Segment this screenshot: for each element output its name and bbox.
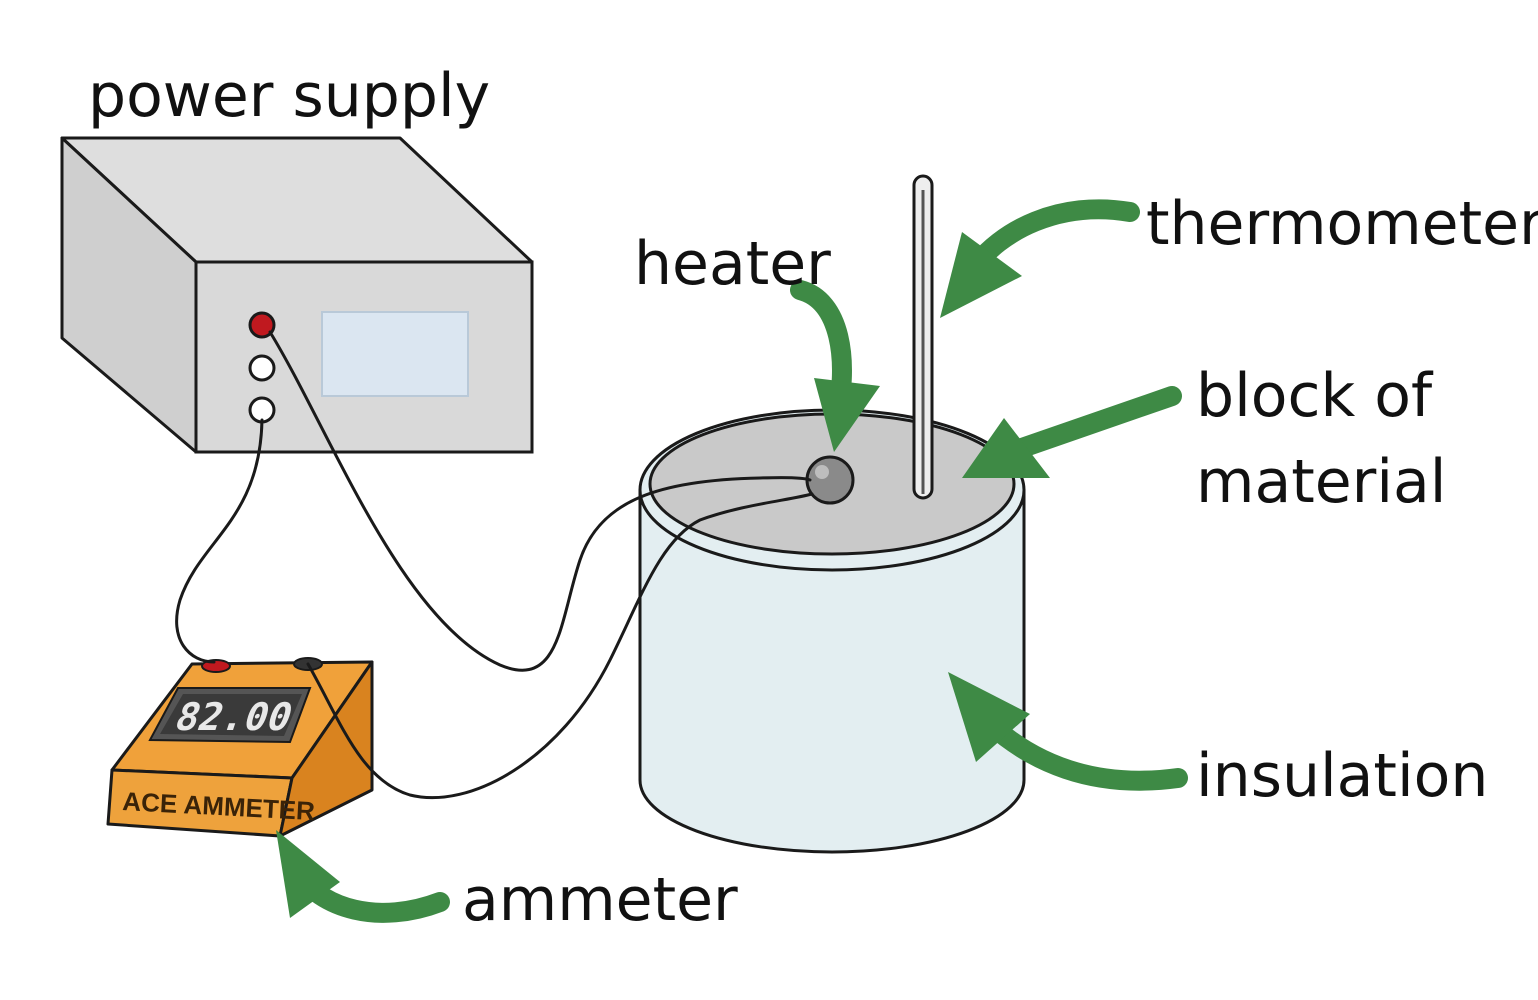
label-power-supply: power supply <box>88 61 490 131</box>
heater-highlight <box>815 465 829 479</box>
label-insulation: insulation <box>1196 741 1488 811</box>
power-supply <box>60 136 534 454</box>
curved-arrow-icon <box>940 232 1022 318</box>
ammeter-display-value: 82.00 <box>170 696 299 740</box>
label-block-line1: block of <box>1196 361 1434 431</box>
wires <box>175 330 814 800</box>
terminal-white-bottom <box>248 396 276 424</box>
curved-arrow-icon <box>948 672 1030 762</box>
thermometer <box>912 174 934 500</box>
terminal-red <box>248 311 276 339</box>
label-block-line2: material <box>1196 447 1446 517</box>
label-thermometer: thermometer <box>1146 189 1538 259</box>
power-supply-screen <box>321 311 469 397</box>
insulation-arrow-shaft <box>980 714 1188 791</box>
wire-supply-to-heater <box>268 330 812 672</box>
label-heater: heater <box>634 229 831 299</box>
heater-ball <box>805 455 855 505</box>
terminal-white-middle <box>248 354 276 382</box>
wire-ammeter-to-heater <box>306 492 814 800</box>
curved-arrow-icon <box>276 830 340 918</box>
insulation-body <box>638 488 1026 854</box>
arrows <box>276 199 1188 923</box>
ammeter-display <box>160 694 302 736</box>
ammeter-side-face <box>278 660 374 838</box>
label-ammeter: ammeter <box>462 865 738 935</box>
curved-arrow-icon <box>814 378 880 452</box>
labels: power supply heater thermometer block of… <box>88 61 1538 935</box>
curved-arrow-icon <box>962 418 1050 478</box>
ammeter-device: 82.00 ACE AMMETER <box>106 657 374 838</box>
block-arrow-shaft <box>1012 386 1182 458</box>
heater <box>805 455 855 505</box>
wire-supply-to-ammeter <box>175 418 264 664</box>
